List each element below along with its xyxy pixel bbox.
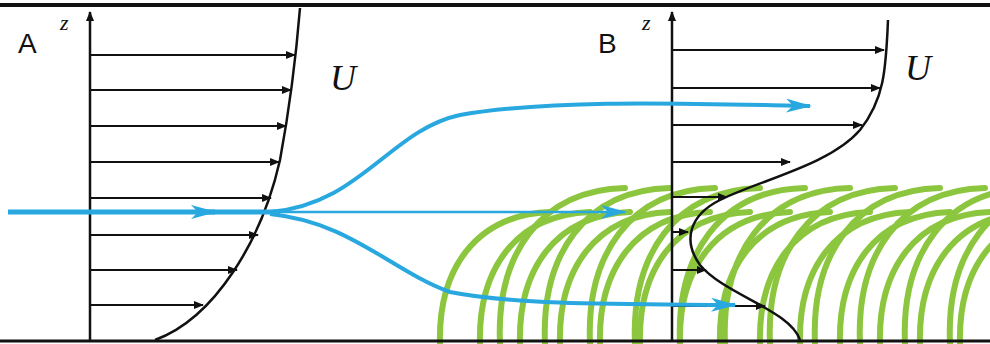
bed <box>0 340 990 343</box>
velocity-label: U <box>905 50 931 86</box>
panel-letter: A <box>18 30 37 58</box>
axis-label: z <box>60 12 69 34</box>
profile-a <box>90 8 300 342</box>
streamlines <box>8 103 810 305</box>
top-wall <box>0 3 990 7</box>
panel-letter: B <box>598 30 617 58</box>
velocity-label: U <box>330 60 356 96</box>
axis-label: z <box>642 12 651 34</box>
profile-b <box>672 12 888 342</box>
